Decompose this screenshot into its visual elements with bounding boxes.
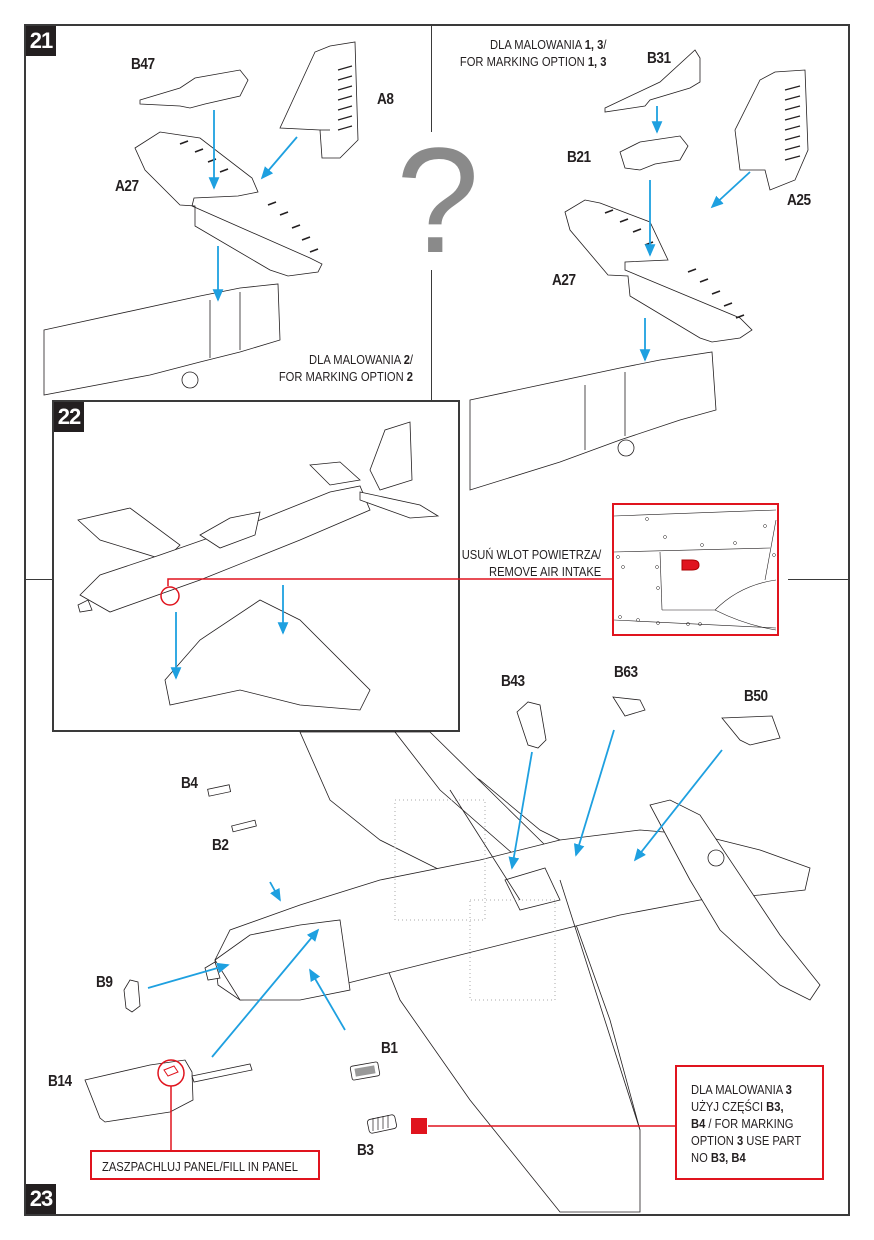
note-slash: / [409, 352, 413, 367]
step22-frame-right [458, 400, 460, 732]
fill-panel-highlight [157, 1059, 185, 1152]
step-number-21: 21 [26, 26, 56, 56]
part-label-b47: B47 [131, 56, 155, 73]
frame-bottom-border [24, 1214, 850, 1216]
part-b2-drawing [231, 819, 257, 833]
fill-panel-note: ZASZPACHLUJ PANEL/FILL IN PANEL [102, 1159, 298, 1174]
part-b1-drawing [349, 1061, 381, 1081]
marking-option-note-1-3: DLA MALOWANIA 1, 3/ FOR MARKING OPTION 1… [459, 36, 606, 70]
part-label-b63: B63 [614, 664, 638, 681]
part-label-b2: B2 [212, 837, 229, 854]
step-number-23: 23 [26, 1184, 56, 1214]
part-label-b50: B50 [744, 688, 768, 705]
marking-option-note-2: DLA MALOWANIA 2/ FOR MARKING OPTION 2 [279, 351, 413, 385]
part-a27-left-drawing [134, 131, 323, 277]
part-label-b9: B9 [96, 974, 113, 991]
air-intake-highlight [160, 578, 614, 606]
part-b14-drawing [84, 1059, 253, 1123]
note-text: FOR MARKING OPTION [459, 54, 588, 69]
part-b9-drawing [123, 979, 141, 1013]
step21-divider-vertical-mid [431, 270, 432, 400]
note-option-number: 2 [403, 352, 410, 367]
note-text: NO [691, 1150, 711, 1165]
air-intake-detail-inset [612, 503, 779, 636]
option3-note-box: DLA MALOWANIA 3 UŻYJ CZĘŚCI B3, B4 / FOR… [675, 1065, 824, 1180]
option3-marker [411, 1118, 427, 1134]
note-bold: 3 [785, 1082, 792, 1097]
part-a27-right-drawing [564, 199, 753, 343]
section-divider-left [24, 579, 54, 580]
panel-dot-grid [394, 799, 556, 1001]
part-label-a8: A8 [377, 91, 394, 108]
fuselage-rear-left-drawing [43, 283, 281, 396]
note-bold: 3 [736, 1133, 744, 1148]
frame-left-border [24, 24, 26, 1216]
part-b47-drawing [139, 69, 249, 109]
note-text: / FOR MARKING [705, 1116, 794, 1131]
part-label-b43: B43 [501, 673, 525, 690]
part-b4-drawing [207, 784, 232, 797]
note-bold: B4 [691, 1116, 706, 1131]
part-b21-drawing [619, 135, 689, 171]
note-text: USE PART [743, 1133, 802, 1148]
question-mark-icon: ? [396, 116, 480, 284]
note-option-number: 1, 3 [587, 54, 606, 69]
note-text: UŻYJ CZĘŚCI [691, 1099, 767, 1114]
note-line-pl: USUŃ WLOT POWIETRZA/ [461, 547, 601, 562]
step21-divider-vertical-top [431, 24, 432, 132]
part-b31-drawing [604, 49, 701, 113]
step22-frame-top [52, 400, 460, 402]
note-bold: B3, B4 [710, 1150, 746, 1165]
part-label-b1: B1 [381, 1040, 398, 1057]
note-text: DLA MALOWANIA [489, 37, 585, 52]
note-text: FOR MARKING OPTION [278, 369, 407, 384]
note-option-number: 2 [406, 369, 413, 384]
part-a8-drawing [279, 41, 359, 159]
note-line-en: REMOVE AIR INTAKE [488, 564, 601, 579]
note-text: OPTION [691, 1133, 737, 1148]
frame-top-border [24, 24, 850, 26]
part-label-b4: B4 [181, 775, 198, 792]
step22-arrows [170, 585, 289, 680]
step22-frame-left [52, 400, 54, 732]
fill-panel-note-box: ZASZPACHLUJ PANEL/FILL IN PANEL [90, 1150, 320, 1180]
part-b50-drawing [721, 715, 781, 746]
frame-right-border [848, 24, 850, 1216]
part-a25-drawing [734, 69, 809, 191]
part-label-a27-left: A27 [115, 178, 139, 195]
step-number-22: 22 [54, 402, 84, 432]
step21-arrows [208, 106, 751, 362]
section-divider-right [788, 579, 850, 580]
note-option-number: 1, 3 [584, 37, 603, 52]
remove-air-intake-note: USUŃ WLOT POWIETRZA/ REMOVE AIR INTAKE [461, 546, 601, 580]
air-intake-marker [681, 559, 700, 571]
part-label-a25: A25 [787, 192, 811, 209]
part-b63-drawing [612, 696, 646, 717]
step22-aircraft-drawing [77, 421, 440, 711]
note-slash: / [602, 37, 606, 52]
note-text: DLA MALOWANIA [691, 1082, 786, 1097]
step22-frame-bottom [52, 730, 460, 732]
part-label-b31: B31 [647, 50, 671, 67]
step23-arrows [147, 729, 723, 1058]
part-b43-drawing [516, 701, 547, 749]
fuselage-rear-right-drawing [469, 351, 717, 491]
part-label-b14: B14 [48, 1073, 72, 1090]
part-b3-drawing [367, 1114, 397, 1134]
part-label-b21: B21 [567, 149, 591, 166]
option3-note: DLA MALOWANIA 3 UŻYJ CZĘŚCI B3, B4 / FOR… [691, 1081, 804, 1166]
part-label-a27-right: A27 [552, 272, 576, 289]
note-text: DLA MALOWANIA [309, 352, 404, 367]
part-label-b3: B3 [357, 1142, 374, 1159]
rivet-dots [616, 517, 776, 626]
note-bold: B3, [766, 1099, 784, 1114]
